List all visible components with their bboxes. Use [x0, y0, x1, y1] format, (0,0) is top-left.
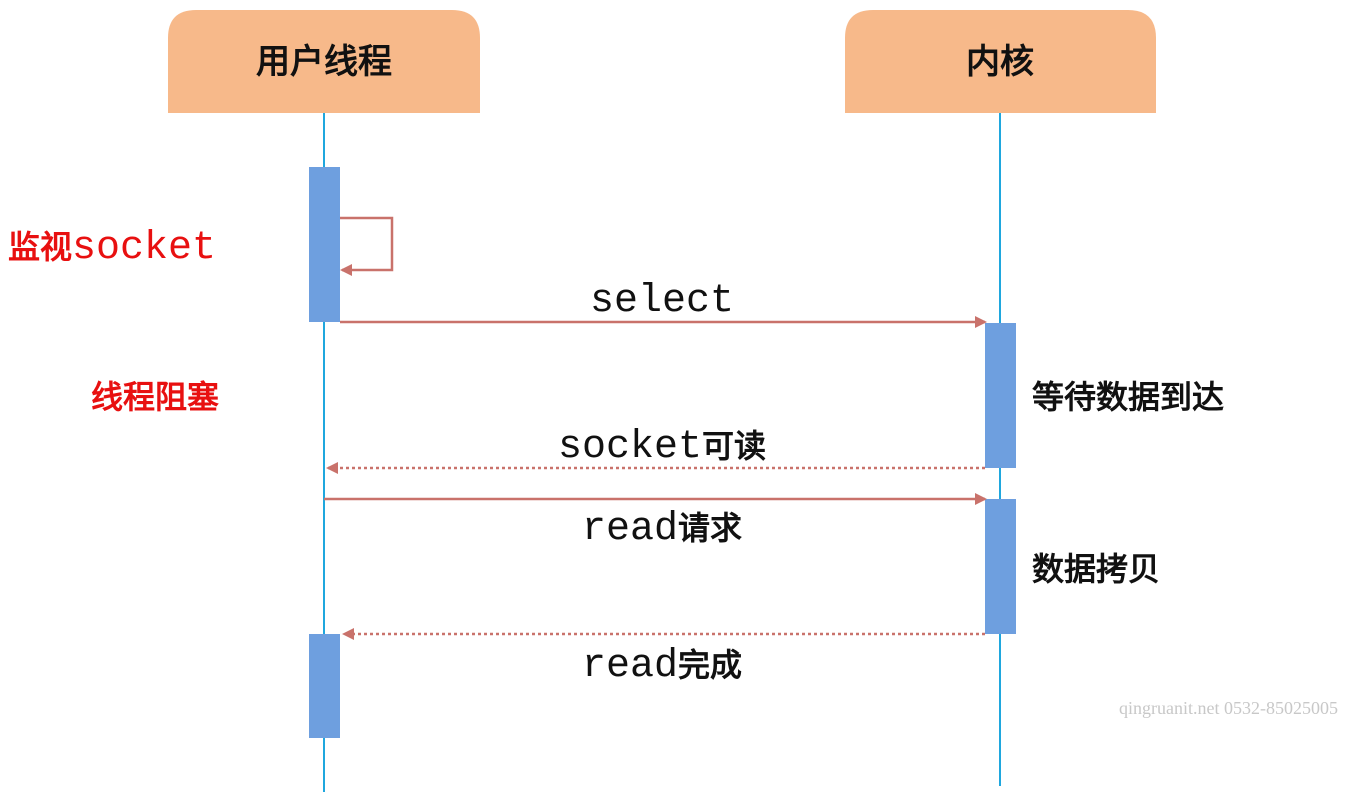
read-complete-suffix: 完成	[678, 646, 742, 684]
kernel-activation-copy	[985, 499, 1016, 634]
read-request-prefix: read	[582, 507, 678, 552]
kernel-activation-wait	[985, 323, 1016, 468]
read-complete-label: read完成	[582, 644, 742, 689]
read-complete-prefix: read	[582, 644, 678, 689]
user-thread-header-box	[168, 10, 480, 113]
thread-blocked-note: 线程阻塞	[91, 378, 219, 416]
wait-data-note: 等待数据到达	[1032, 378, 1224, 416]
monitor-note-prefix: 监视	[8, 228, 72, 266]
select-label: select	[590, 279, 734, 324]
monitor-socket-note: 监视socket	[8, 226, 216, 271]
socket-readable-suffix: 可读	[702, 427, 766, 465]
socket-readable-prefix: socket	[558, 425, 702, 470]
read-request-label: read请求	[582, 507, 742, 552]
user-activation-top	[309, 167, 340, 322]
kernel-header-box	[845, 10, 1156, 113]
user-activation-bottom	[309, 634, 340, 738]
watermark: qingruanit.net 0532-85025005	[1119, 698, 1338, 718]
user-thread-header-label: 用户线程	[256, 42, 392, 82]
monitor-self-arrow	[340, 216, 394, 276]
monitor-note-suffix: socket	[72, 226, 216, 271]
data-copy-note: 数据拷贝	[1032, 550, 1160, 588]
read-request-suffix: 请求	[678, 509, 742, 547]
socket-readable-label: socket可读	[558, 425, 766, 470]
kernel-header-label: 内核	[966, 42, 1034, 82]
